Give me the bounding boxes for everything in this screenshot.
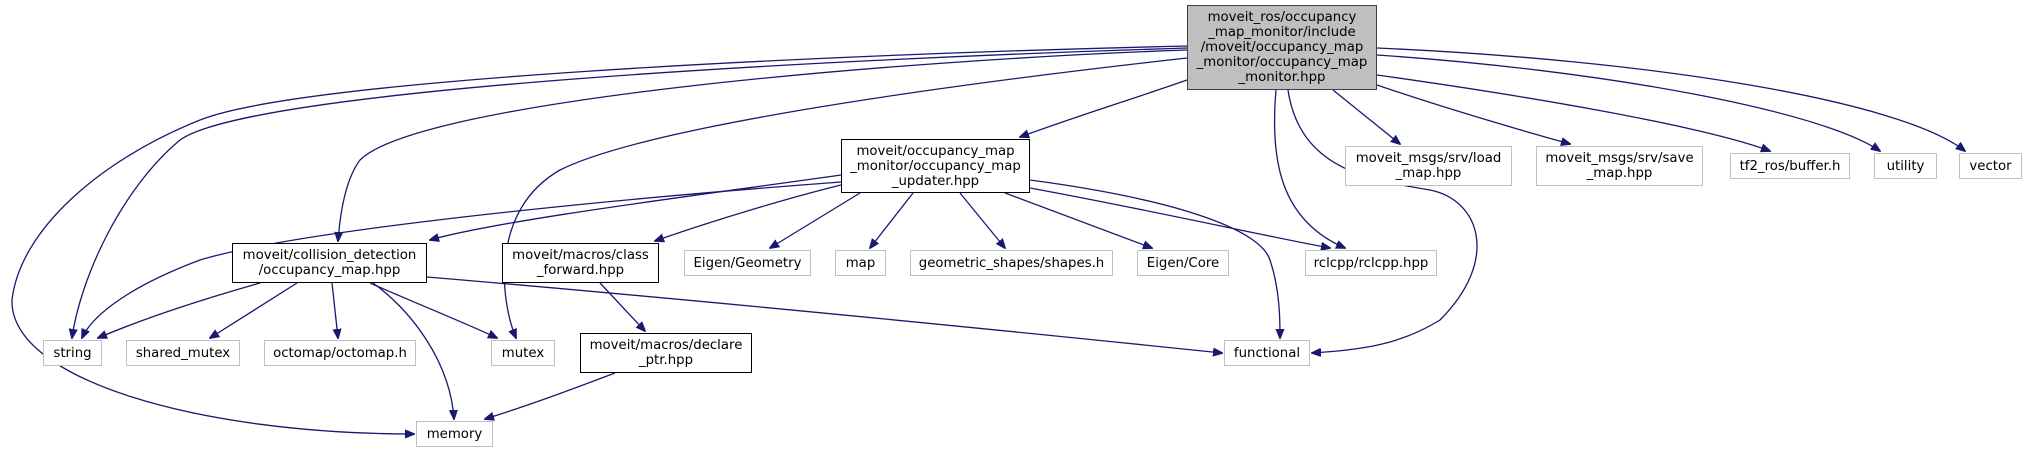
node-utility: utility xyxy=(1874,153,1937,179)
node-label: shared_mutex xyxy=(135,345,231,361)
edge-collision-to-octomap xyxy=(331,282,338,338)
edge-collision-to-mutex xyxy=(369,282,497,338)
node-rclcpp: rclcpp/rclcpp.hpp xyxy=(1305,250,1437,276)
node-label: functional xyxy=(1233,345,1301,361)
node-eigen-core: Eigen/Core xyxy=(1137,250,1229,276)
edge-updater-to-string xyxy=(82,181,842,338)
edge-updater-to-eigen_core xyxy=(1004,192,1152,248)
node-label: mutex xyxy=(501,345,545,361)
node-label: moveit_msgs/srv/save _map.hpp xyxy=(1545,151,1694,181)
edge-root-to-collision xyxy=(338,49,1188,241)
node-eigen-geometry: Eigen/Geometry xyxy=(684,250,811,276)
edge-root-to-updater xyxy=(1020,79,1188,137)
node-save-map: moveit_msgs/srv/save _map.hpp xyxy=(1536,146,1703,186)
node-functional: functional xyxy=(1224,340,1310,366)
edge-root-to-utility xyxy=(1376,54,1880,151)
edge-updater-to-collision xyxy=(430,174,842,240)
node-label: moveit/macros/declare _ptr.hpp xyxy=(589,338,743,368)
edge-root-to-rclcpp xyxy=(1273,89,1345,248)
node-memory: memory xyxy=(416,421,493,447)
node-octomap: octomap/octomap.h xyxy=(264,340,416,366)
node-label: moveit/macros/class _forward.hpp xyxy=(512,248,649,278)
edge-root-to-save_map xyxy=(1376,84,1570,144)
node-root[interactable]: moveit_ros/occupancy _map_monitor/includ… xyxy=(1187,5,1377,90)
node-label: map xyxy=(845,255,876,271)
node-shapes: geometric_shapes/shapes.h xyxy=(910,250,1113,276)
edge-updater-to-rclcpp xyxy=(1029,187,1330,248)
node-label: moveit/occupancy_map _monitor/occupancy_… xyxy=(850,143,1021,189)
edge-collision-to-memory xyxy=(372,282,454,419)
edge-collision-to-shared_mutex xyxy=(210,282,298,338)
node-label: moveit/collision_detection /occupancy_ma… xyxy=(242,248,417,278)
node-updater[interactable]: moveit/occupancy_map _monitor/occupancy_… xyxy=(841,139,1030,193)
node-label: moveit_msgs/srv/load _map.hpp xyxy=(1355,151,1502,181)
node-vector: vector xyxy=(1959,153,2022,179)
node-shared-mutex: shared_mutex xyxy=(126,340,240,366)
node-label: Eigen/Core xyxy=(1146,255,1220,271)
node-string: string xyxy=(43,340,102,366)
edge-updater-to-map xyxy=(870,192,914,248)
edge-collision-to-functional xyxy=(426,276,1222,353)
edge-updater-to-eigen_geometry xyxy=(770,192,861,248)
node-label: tf2_ros/buffer.h xyxy=(1739,158,1841,174)
edge-declare_ptr-to-memory xyxy=(485,372,616,419)
node-label: vector xyxy=(1969,158,2012,174)
node-label: memory xyxy=(426,426,483,442)
node-label: string xyxy=(53,345,92,361)
edge-root-to-functional xyxy=(1287,89,1478,353)
node-tf2-buffer: tf2_ros/buffer.h xyxy=(1730,153,1850,179)
node-mutex: mutex xyxy=(491,340,555,366)
edge-updater-to-shapes xyxy=(959,192,1005,248)
node-load-map: moveit_msgs/srv/load _map.hpp xyxy=(1345,146,1512,186)
node-map: map xyxy=(835,250,886,276)
edge-root-to-load_map xyxy=(1332,89,1400,144)
edge-collision-to-string xyxy=(98,282,261,338)
edge-root-to-string xyxy=(72,47,1188,338)
node-class-forward[interactable]: moveit/macros/class _forward.hpp xyxy=(502,243,659,283)
node-collision[interactable]: moveit/collision_detection /occupancy_ma… xyxy=(232,243,427,283)
node-label: rclcpp/rclcpp.hpp xyxy=(1313,255,1429,271)
edge-updater-to-class_forward xyxy=(655,184,842,241)
node-label: utility xyxy=(1886,158,1925,174)
edge-root-to-vector xyxy=(1376,47,1965,151)
edge-root-to-tf2_buffer xyxy=(1376,74,1770,151)
edge-root-to-memory xyxy=(11,45,1188,434)
node-label: geometric_shapes/shapes.h xyxy=(918,255,1105,271)
node-declare-ptr[interactable]: moveit/macros/declare _ptr.hpp xyxy=(580,333,752,373)
node-label: octomap/octomap.h xyxy=(273,345,407,361)
edge-updater-to-functional xyxy=(1029,179,1280,338)
node-label: moveit_ros/occupancy _map_monitor/includ… xyxy=(1196,10,1368,85)
node-label: Eigen/Geometry xyxy=(693,255,802,271)
edge-class_forward-to-declare_ptr xyxy=(599,282,645,331)
